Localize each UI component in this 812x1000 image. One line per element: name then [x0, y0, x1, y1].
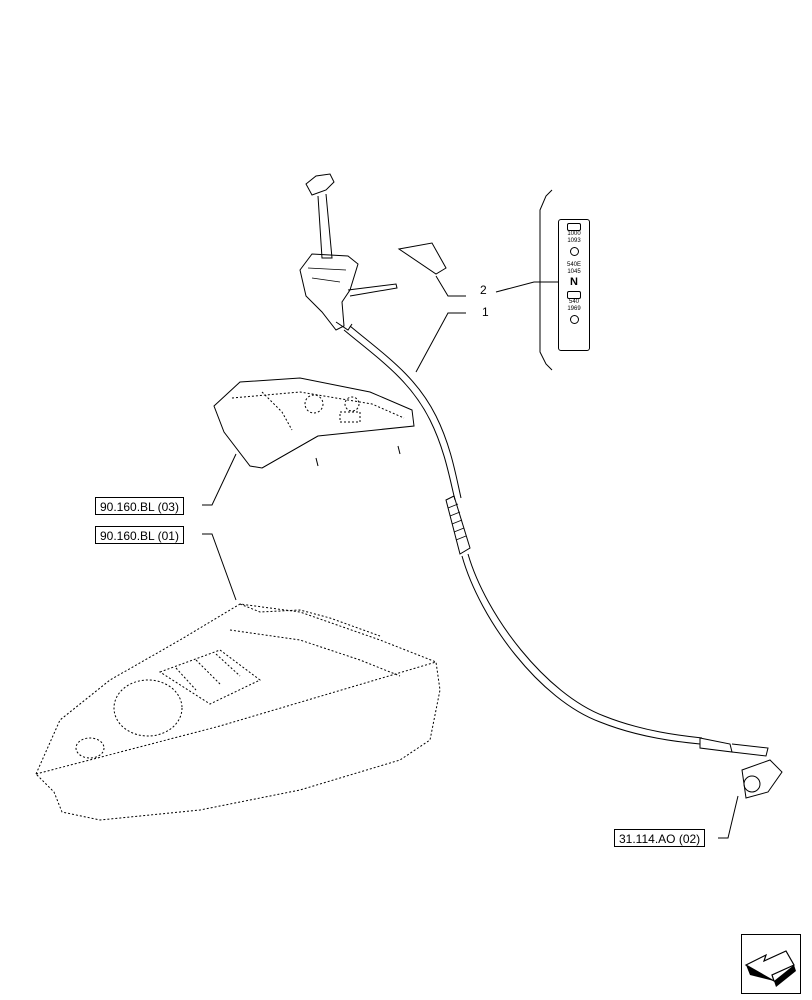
decal-rpm-1969: 1969 — [567, 306, 581, 312]
reference-link-bracket[interactable]: 31.114.AO (02) — [614, 829, 706, 847]
reference-link-lower-console[interactable]: 90.160.BL (01) — [95, 526, 184, 544]
decal-rpm-1093: 1093 — [567, 238, 581, 244]
decal-speed-540: 540 — [568, 299, 579, 305]
knob-position-icon — [569, 247, 579, 256]
next-page-button[interactable] — [741, 934, 801, 994]
knob-position-icon — [569, 315, 579, 324]
next-page-arrow-icon — [744, 950, 796, 987]
detail-bracket — [539, 189, 553, 371]
decal-rpm-1045: 1045 — [567, 269, 581, 275]
console-cover — [213, 377, 415, 469]
decal-neutral: N — [570, 276, 578, 288]
leader-lines — [202, 275, 739, 839]
control-cable — [343, 325, 769, 757]
reference-link-console-cover[interactable]: 90.160.BL (03) — [95, 497, 184, 515]
lower-console — [35, 603, 441, 821]
callout-item-1: 1 — [482, 305, 489, 319]
shift-lever-assembly — [299, 173, 398, 331]
callout-item-2: 2 — [480, 283, 487, 297]
decal-speed-540e: 540E — [566, 262, 581, 268]
pto-speed-symbol-icon — [567, 223, 581, 231]
decal-shape — [397, 242, 447, 275]
pto-speed-decal: 1000 1093 540E 1045 N 540 1969 — [558, 219, 590, 351]
cable-bracket — [741, 759, 783, 799]
pto-speed-symbol-icon — [567, 291, 581, 299]
decal-speed-1000: 1000 — [567, 231, 581, 237]
